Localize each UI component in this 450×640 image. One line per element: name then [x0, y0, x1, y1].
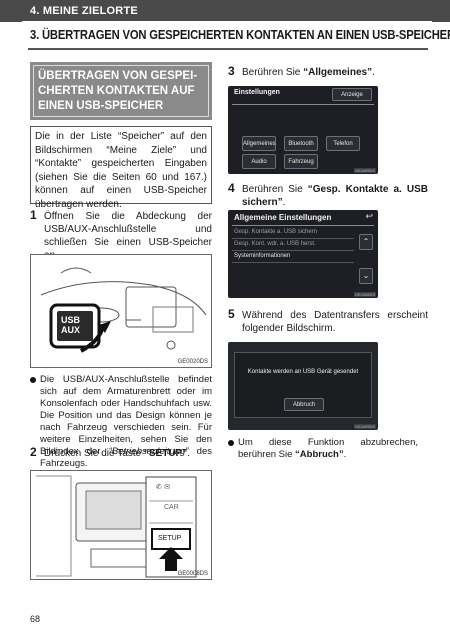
step-bold-text: “Allgemeines” [303, 67, 373, 78]
figure-code: GE0008DS [177, 571, 208, 577]
highlight-line: EINEN USB-SPEICHER [38, 100, 164, 112]
chapter-title: 4. MEINE ZIELORTE [30, 5, 138, 17]
telephone-button[interactable]: Telefon [326, 136, 360, 151]
setup-button-label: SETUP [158, 535, 182, 542]
display-tab-button[interactable]: Anzeige [332, 88, 372, 101]
figure-code: GE0020DS [177, 359, 208, 365]
transfer-screen: Kontakte werden an USB Gerät gesendet Ab… [228, 342, 378, 430]
step-text-end: . [372, 67, 375, 78]
note-box: Die in der Liste “Speicher” auf den Bild… [30, 126, 212, 210]
general-settings-title: Allgemeine Einstellungen [234, 213, 332, 222]
usb-label: USB [61, 315, 81, 325]
step-text-end: . [187, 448, 190, 459]
step-text: Während des Datentransfers erscheint fol… [242, 310, 428, 334]
settings-screen-title: Einstellungen [234, 89, 280, 96]
screen-divider [232, 225, 374, 226]
step-text-end: . [282, 197, 286, 208]
section-title: 3. ÜBERTRAGEN VON GESPEICHERTEN KONTAKTE… [30, 28, 450, 42]
screen-code: GE4409DS [353, 424, 376, 429]
highlight-line: ÜBERTRAGEN VON GESPEI- [38, 70, 198, 82]
step-text: Berühren Sie [242, 67, 304, 78]
dashboard-usb-illustration [40, 267, 207, 353]
bullet-text-end: des Fahrzeugs. [40, 446, 212, 469]
list-divider [232, 250, 354, 251]
settings-screen: Einstellungen Anzeige Allgemeines Blueto… [228, 86, 378, 174]
section-rule [28, 48, 428, 50]
list-item-system-info[interactable]: Systeminformationen [234, 253, 291, 259]
step-number: 3 [228, 64, 235, 78]
transfer-dialog: Kontakte werden an USB Gerät gesendet Ab… [234, 352, 372, 418]
setup-button-figure: ✆ ✉ CAR SETUP GE0008DS [30, 470, 212, 580]
header-rule [22, 21, 432, 22]
bullet-text: Die USB/AUX-Anschlußstelle befindet sich… [40, 374, 212, 457]
bullet-bold-text: “Abbruch” [295, 449, 344, 460]
list-divider [232, 262, 354, 263]
usb-port-figure: USB AUX GE0020DS [30, 254, 212, 368]
svg-text:✆ ✉: ✆ ✉ [156, 483, 170, 491]
chapter-header-bar: 4. MEINE ZIELORTE [0, 0, 450, 22]
screen-code: GE4409DS [353, 168, 376, 173]
step-bold-text: “SETUP” [143, 448, 188, 459]
list-item-save-contacts[interactable]: Gesp. Kontakte a. USB sichern [234, 229, 318, 235]
highlight-line: CHERTEN KONTAKTEN AUF [38, 85, 195, 97]
step-text: Berühren Sie [242, 184, 308, 195]
bullet-text: Um diese Funktion abzubrechen, berühren … [238, 437, 418, 460]
step-number: 5 [228, 307, 235, 321]
cancel-button[interactable]: Abbruch [284, 398, 324, 411]
screen-divider [232, 104, 374, 105]
step-number: 1 [30, 208, 37, 222]
bullet-italic: “Betriebsanleitung” [108, 446, 189, 457]
general-settings-button[interactable]: Allgemeines [242, 136, 276, 151]
list-item-restore-contacts[interactable]: Gesp. Kont. wdr. a. USB herst. [234, 241, 316, 247]
list-divider [232, 238, 354, 239]
scroll-up-icon[interactable]: ⌃ [359, 234, 373, 250]
step-bold-text: “Gesp. Kontakte a. USB sichern” [242, 184, 428, 208]
audio-button[interactable]: Audio [242, 154, 276, 169]
bullet-text-end: . [343, 449, 347, 460]
general-settings-screen: Allgemeine Einstellungen ↩ Gesp. Kontakt… [228, 210, 378, 298]
step-number: 4 [228, 181, 235, 195]
screen-code: GE4408DS [353, 292, 376, 297]
bullet-dot-icon [30, 377, 36, 383]
highlight-box: ÜBERTRAGEN VON GESPEI- CHERTEN KONTAKTEN… [30, 62, 212, 120]
step-text: Drücken Sie die Taste [44, 448, 144, 459]
vehicle-button[interactable]: Fahrzeug [284, 154, 318, 169]
aux-label: AUX [61, 325, 81, 335]
step-number: 2 [30, 445, 37, 459]
bluetooth-button[interactable]: Bluetooth [284, 136, 318, 151]
head-unit-illustration: ✆ ✉ [36, 475, 197, 578]
car-button-label: CAR [164, 504, 179, 511]
transfer-message: Kontakte werden an USB Gerät gesendet [247, 369, 359, 375]
back-icon[interactable]: ↩ [365, 211, 373, 221]
page-number: 68 [30, 614, 41, 624]
scroll-down-icon[interactable]: ⌄ [359, 268, 373, 284]
bullet-dot-icon [228, 440, 234, 446]
